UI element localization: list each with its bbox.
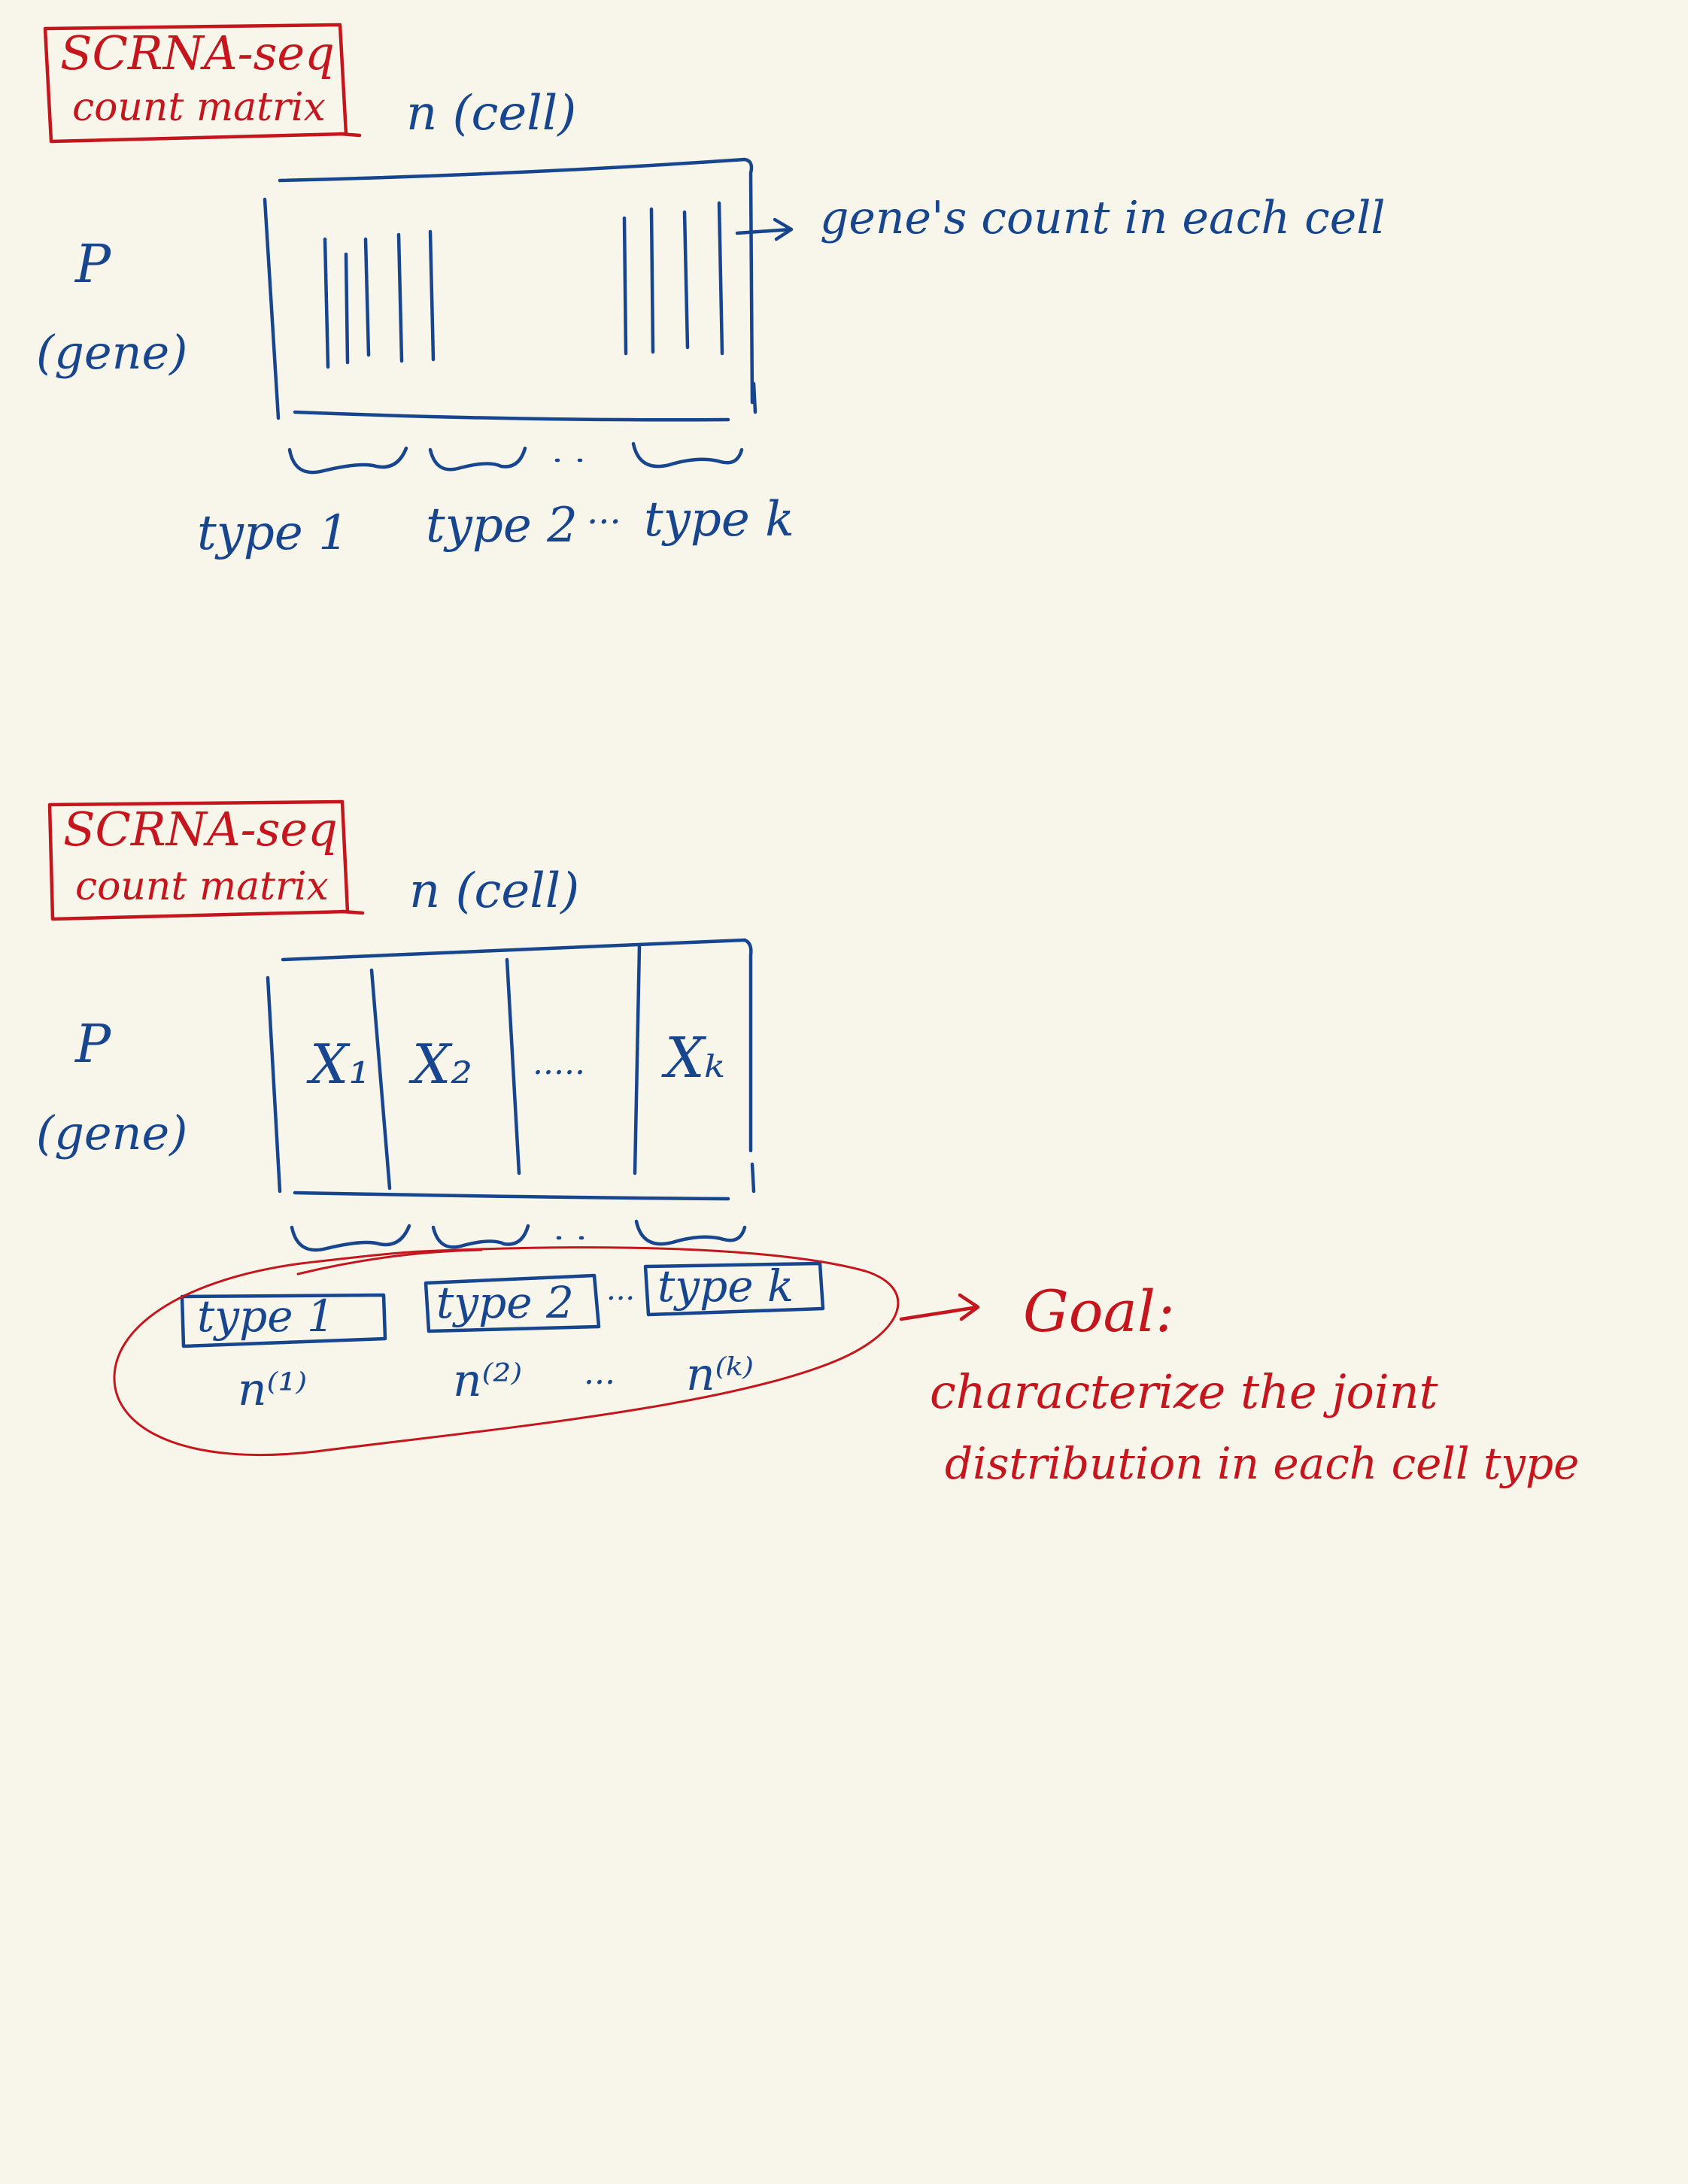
top-title-line1: SCRNA-seq — [60, 26, 335, 80]
bottom-title-line1: SCRNA-seq — [63, 802, 338, 857]
bottom-rows-label-gene: (gene) — [36, 1106, 187, 1160]
count-n2: n⁽²⁾ — [453, 1354, 522, 1407]
top-title-box — [43, 23, 362, 144]
top-rows-label-gene: (gene) — [36, 325, 187, 380]
block-ellipsis: ..... — [533, 1044, 585, 1082]
top-column-annotation: gene's count in each cell — [820, 192, 1386, 244]
bottom-type-2-box — [424, 1273, 601, 1333]
block-divider-2 — [505, 957, 521, 1175]
goal-line2: distribution in each cell type — [945, 1438, 1579, 1489]
count-nk: n⁽ᵏ⁾ — [686, 1348, 754, 1401]
bottom-rows-label-p: P — [74, 1013, 112, 1075]
top-annotation-arrow — [735, 217, 794, 241]
bottom-type-braces — [290, 1219, 747, 1252]
goal-arrow — [899, 1293, 980, 1321]
bottom-type-1: type 1 — [197, 1291, 335, 1342]
top-columns-label: n (cell) — [406, 86, 576, 141]
top-type-braces — [287, 441, 744, 475]
block-xk: Xₖ — [661, 1026, 725, 1090]
count-ellipsis: ... — [584, 1354, 615, 1392]
bottom-title-line2: count matrix — [75, 864, 329, 909]
bottom-type-k-box — [643, 1261, 825, 1317]
bottom-diagram: SCRNA-seq count matrix n (cell) P (gene)… — [36, 799, 1579, 1489]
top-type-ellipsis: ... — [587, 490, 621, 532]
top-diagram: SCRNA-seq count matrix n (cell) P (gene) — [36, 23, 1386, 561]
top-cell-columns — [323, 201, 724, 369]
goal-line1: characterize the joint — [930, 1364, 1438, 1419]
bottom-columns-label: n (cell) — [409, 863, 579, 919]
top-type-1: type 1 — [197, 505, 349, 561]
bottom-type-2: type 2 — [436, 1277, 574, 1328]
types-ellipse — [113, 1246, 900, 1457]
top-title-line2: count matrix — [72, 85, 326, 130]
goal-title: Goal: — [1023, 1278, 1175, 1345]
block-divider-3 — [633, 944, 642, 1175]
strike-line — [296, 1248, 483, 1276]
bottom-title-box — [47, 799, 365, 921]
top-count-matrix — [263, 157, 757, 422]
block-x2: X₂ — [408, 1033, 472, 1096]
top-type-2: type 2 — [426, 498, 578, 554]
top-rows-label-p: P — [74, 233, 112, 295]
bottom-type-ellipsis: ... — [606, 1272, 635, 1307]
block-divider-1 — [369, 968, 392, 1191]
count-n1: n⁽¹⁾ — [238, 1363, 307, 1416]
bottom-type-1-box — [180, 1293, 387, 1348]
bottom-type-k: type k — [657, 1260, 794, 1312]
block-x1: X₁ — [306, 1033, 370, 1096]
bottom-count-matrix — [266, 938, 756, 1201]
top-type-k: type k — [644, 492, 794, 548]
